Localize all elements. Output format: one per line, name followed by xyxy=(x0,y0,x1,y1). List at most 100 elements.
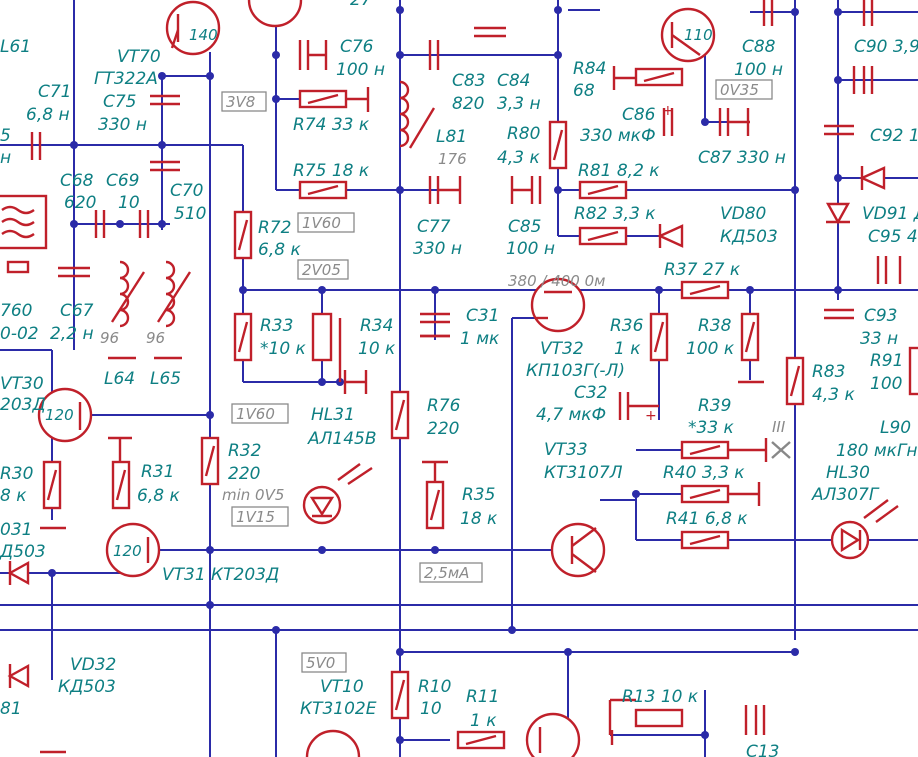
label-l_r84: R84 xyxy=(573,59,606,79)
label-l_kd503: КД503 xyxy=(720,227,778,247)
label-l_c76v: 100 н xyxy=(336,60,385,80)
tag-box-v_0v35 xyxy=(715,79,773,100)
label-l_l81: L81 xyxy=(436,127,467,147)
tag-box-v_1v15 xyxy=(231,506,289,527)
label-s_96a: 96 xyxy=(100,329,119,347)
label-l_n: н xyxy=(0,148,11,168)
label-l_r10: R10 xyxy=(418,677,451,697)
label-l_hl31: HL31 xyxy=(311,405,355,425)
label-l_r84v: 68 xyxy=(573,81,595,101)
label-l_c95: C95 4 xyxy=(868,227,918,247)
label-l_r13: R13 10 к xyxy=(622,687,699,707)
label-l_c77: C77 xyxy=(417,217,451,237)
label-l_al145: АЛ145В xyxy=(307,429,377,449)
label-l_r76v: 220 xyxy=(427,419,459,439)
tag-v_0v35: 0V35 xyxy=(720,81,759,99)
label-l_vd91: VD91 Д xyxy=(862,204,918,224)
label-t_120a: 120 xyxy=(45,406,74,424)
label-s_iii: III xyxy=(772,418,786,436)
tag-v_3v8: 3V8 xyxy=(226,93,255,111)
label-l_c31v: 1 мк xyxy=(460,329,500,349)
label-l_r72v: 6,8 к xyxy=(258,240,301,260)
tag-v_2v05: 2V05 xyxy=(302,261,341,279)
label-l_c84v: 3,3 н xyxy=(497,94,541,114)
tag-v_1v60a: 1V60 xyxy=(302,214,341,232)
label-l_r80: R80 xyxy=(507,124,540,144)
label-l_vd32: VD32 xyxy=(70,655,116,675)
tag-box-v_2v05 xyxy=(297,259,349,280)
label-l_r34: R34 xyxy=(360,316,393,336)
label-l_r74: R74 33 к xyxy=(293,115,370,135)
label-l_hl30: HL30 xyxy=(826,463,870,483)
label-l_vt30: VT30 xyxy=(0,374,44,394)
label-s_96b: 96 xyxy=(146,329,165,347)
label-l_r83: R83 xyxy=(812,362,845,382)
label-l_5: 5 xyxy=(0,126,11,146)
label-l_c70: C70 xyxy=(170,181,204,201)
tag-box-v_5v0 xyxy=(301,652,347,673)
label-l_c85: C85 xyxy=(508,217,542,237)
label-l_c68v: 620 xyxy=(64,193,96,213)
tag-box-v_1v60a xyxy=(297,212,355,233)
label-l_61: L61 xyxy=(0,37,31,57)
label-l_c88: C88 xyxy=(742,37,776,57)
label-l_kp103: КП103Г(-Л) xyxy=(526,361,625,381)
label-l_r38: R38 xyxy=(698,316,732,336)
label-l_c87: C87 330 н xyxy=(698,148,786,168)
label-s_380: 380 / 400 0м xyxy=(508,272,605,290)
label-l_r80v: 4,3 к xyxy=(497,148,540,168)
label-l_27: 27 xyxy=(350,0,372,10)
label-l_al307: АЛ307Г xyxy=(811,485,880,505)
label-l_vt10: VT10 xyxy=(320,677,364,697)
label-l_r36: R36 xyxy=(610,316,644,336)
label-l_c93v: 33 н xyxy=(860,329,898,349)
label-l_r41: R41 6,8 к xyxy=(666,509,748,529)
svg-text:+: + xyxy=(662,103,674,119)
label-l_r72: R72 xyxy=(258,218,291,238)
label-l_r91: R91 xyxy=(870,351,903,371)
label-l_c71b: 6,8 н xyxy=(26,105,70,125)
label-l_c68: C68 xyxy=(60,171,94,191)
label-l_031: 031 xyxy=(0,520,32,540)
label-l_r39v: *33 к xyxy=(688,418,735,438)
label-l_c85v: 100 н xyxy=(506,239,555,259)
tag-box-v_1v60b xyxy=(231,403,289,424)
label-l_c70v: 510 xyxy=(174,204,206,224)
label-l_vt70: VT70 xyxy=(117,47,161,67)
label-l_c83v: 820 xyxy=(452,94,484,114)
label-l_gt322: ГТ322А xyxy=(94,69,158,89)
label-l_r40: R40 3,3 к xyxy=(663,463,745,483)
label-l_vt31: VT31 КТ203Д xyxy=(162,565,279,585)
label-l_c76: C76 xyxy=(340,37,374,57)
label-l_vt32: VT32 xyxy=(540,339,584,359)
label-l_002: 0-02 xyxy=(0,324,39,344)
label-l_c86v: 330 мкФ xyxy=(580,126,656,146)
label-l_c69: C69 xyxy=(106,171,140,191)
label-l_c88v: 100 н xyxy=(734,60,783,80)
label-l_c69v: 10 xyxy=(118,193,140,213)
label-l_c67v: 2,2 н xyxy=(50,324,94,344)
label-t_110: 110 xyxy=(684,26,713,44)
label-l_r81: R81 8,2 к xyxy=(578,161,660,181)
label-l_r35v: 18 к xyxy=(460,509,498,529)
label-s_176: 176 xyxy=(438,150,467,168)
label-l_c71a: C71 xyxy=(38,82,72,102)
label-l_c32v: 4,7 мкФ xyxy=(536,405,606,425)
tag-v_1v15: 1V15 xyxy=(236,508,275,526)
label-l_r91v: 100 xyxy=(870,374,902,394)
label-l_c84: C84 xyxy=(497,71,531,91)
label-l_c67: C67 xyxy=(60,301,94,321)
label-l_r82: R82 3,3 к xyxy=(574,204,656,224)
label-l_c86: C86 xyxy=(622,105,656,125)
tag-v_5v0: 5V0 xyxy=(306,654,335,672)
svg-text:+: + xyxy=(645,408,657,424)
label-l_r38v: 100 к xyxy=(686,339,735,359)
tag-box-v_3v8 xyxy=(221,91,267,112)
label-l_c13: C13 xyxy=(746,742,780,757)
junction-nodes xyxy=(48,6,842,744)
